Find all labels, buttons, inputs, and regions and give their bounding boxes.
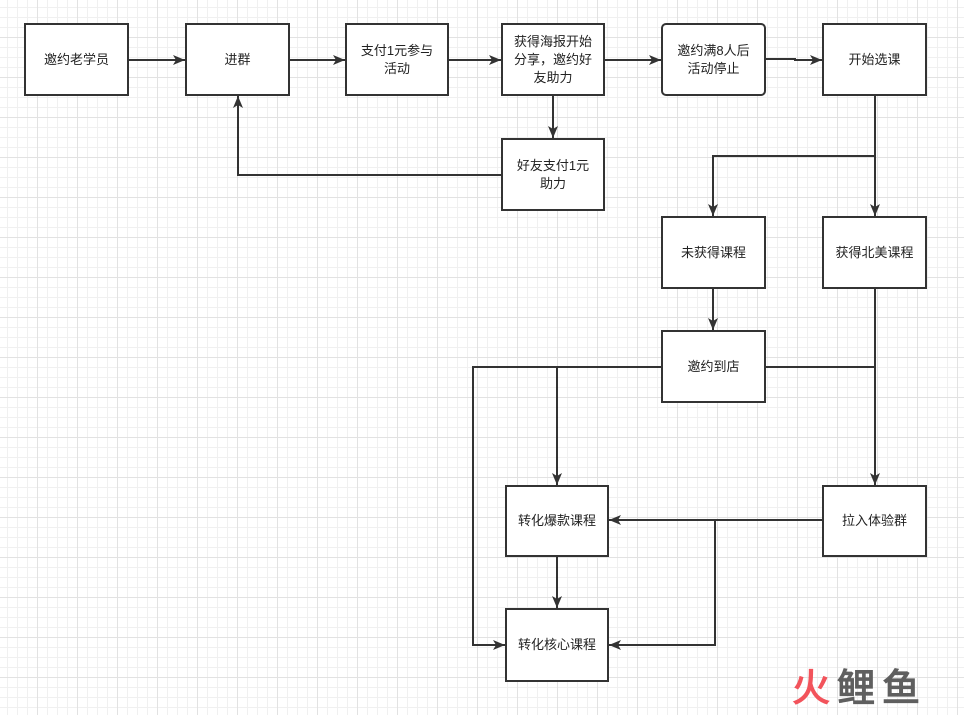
node-got-north-america-course: 获得北美课程 [822,216,927,289]
node-start-course-selection: 开始选课 [822,23,927,96]
node-convert-hot-course: 转化爆款课程 [505,485,609,557]
node-label-line: 支付1元参与 [360,42,434,58]
node-label-line: 转化核心课程 [517,637,596,652]
node-label-line: 邀约老学员 [43,51,109,67]
node-label-line: 未获得课程 [680,244,746,260]
edge-invite-full-stop-to-start-course-selection [766,55,822,65]
node-label-line: 进群 [224,51,251,67]
node-invite-full-stop: 邀约满8人后 活动停止 [661,23,766,96]
node-label-line: 友助力 [533,69,573,85]
node-label-line: 助力 [539,175,566,191]
node-label-line: 邀约到店 [687,358,740,374]
watermark-secondary-text: 鲤鱼 [837,668,928,710]
node-pay-one-yuan: 支付1元参与 活动 [345,23,449,96]
node-label-line: 获得海报开始 [513,33,592,49]
node-convert-core-course: 转化核心课程 [505,608,609,682]
edge-start-course-selection-to-no-course [708,96,876,216]
node-label-line: 活动停止 [687,60,740,76]
watermark-logo: 火鲤鱼 [792,667,927,713]
node-label-line: 拉入体验群 [841,513,907,528]
node-friend-pay-assist: 好友支付1元 助力 [501,138,605,211]
node-label-line: 开始选课 [848,51,901,67]
watermark-primary-text: 火 [792,668,838,710]
edge-join-trial-group-to-convert-core-course [609,520,716,650]
node-label-line: 分享，邀约好 [513,51,592,67]
node-label-line: 获得北美课程 [835,244,914,260]
node-no-course: 未获得课程 [661,216,766,289]
node-label-line: 转化爆款课程 [517,513,596,528]
edge-friend-pay-assist-to-join-group [233,96,501,176]
node-get-poster-share: 获得海报开始 分享，邀约好 友助力 [501,23,605,96]
node-join-group: 进群 [185,23,290,96]
node-label-line: 好友支付1元 [516,157,590,173]
edge-invite-to-store-to-convert-hot-course [552,366,661,485]
node-label-line: 活动 [383,60,410,76]
node-label-line: 邀约满8人后 [677,42,750,58]
node-invite-to-store: 邀约到店 [661,330,766,403]
node-join-trial-group: 拉入体验群 [822,485,927,557]
node-invite-old-students: 邀约老学员 [24,23,129,96]
edge-invite-to-store-to-convert-core-course [472,366,557,650]
